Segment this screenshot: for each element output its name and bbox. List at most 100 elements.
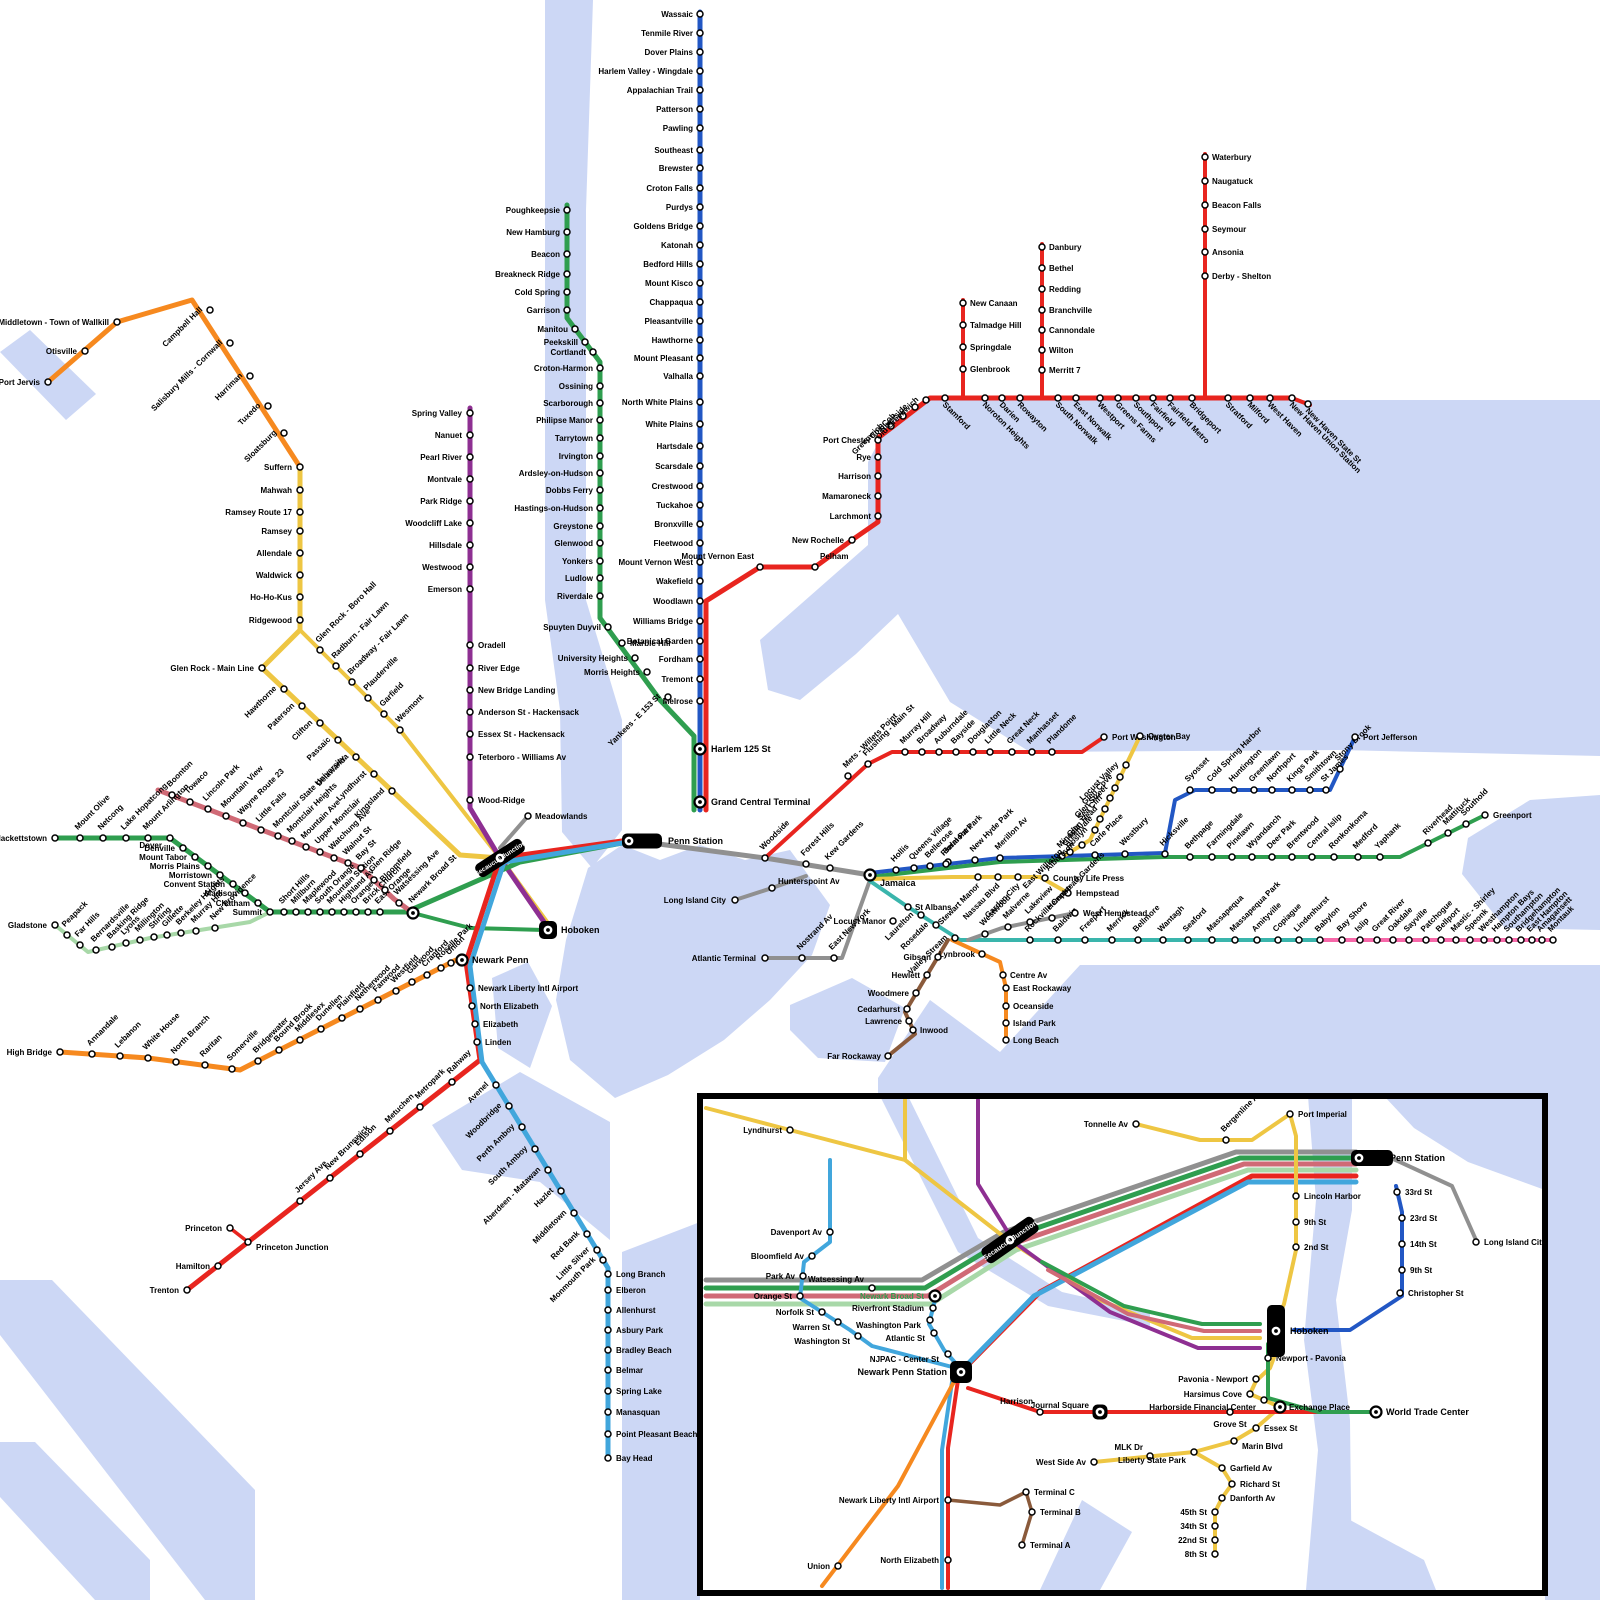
station-label: Mamaroneck (822, 492, 871, 501)
peconic-bay (1462, 795, 1600, 930)
station-label: High Bridge (7, 1048, 53, 1057)
station-label: West Hempstead (1083, 909, 1147, 918)
station-atlantic-terminal: Atlantic Terminal (692, 954, 769, 963)
station-dot-icon (604, 1366, 612, 1374)
atlantic-ocean (878, 965, 1600, 1095)
line-morris-essex-hoboken (411, 911, 546, 932)
station-dot-icon (1149, 394, 1157, 402)
station-label: Scarborough (543, 399, 593, 408)
station-dot-icon (696, 539, 704, 547)
station-dot-icon (296, 549, 304, 557)
station-dot-icon (228, 1065, 236, 1073)
station-dot-icon (466, 519, 474, 527)
station-label: Goldens Bridge (633, 222, 693, 231)
station-dot-icon (557, 1187, 565, 1195)
station-dot-icon (1444, 829, 1452, 837)
station-label: Teterboro - Williams Av (478, 753, 567, 762)
station-dot-icon (596, 469, 604, 477)
station-cedarhurst: Cedarhurst (857, 1005, 911, 1014)
station-label: Port Imperial (1298, 1110, 1347, 1119)
station-davenport-av: Davenport Av (771, 1228, 834, 1237)
station-label: Mount Tabor (139, 853, 187, 862)
station-scarsdale: Scarsdale (655, 462, 704, 471)
station-label: Southeast (654, 146, 693, 155)
station-dot-icon (1028, 1508, 1036, 1516)
station-dot-icon (596, 592, 604, 600)
station-terminal-b: Terminal B (1028, 1508, 1081, 1517)
line-lirr-port-washington (763, 735, 1106, 860)
station-dot-icon (889, 917, 897, 925)
station-dot-icon (328, 908, 336, 916)
station-label: Dobbs Ferry (546, 486, 594, 495)
station-dot-icon (211, 924, 219, 932)
station-dot-icon (1222, 1136, 1230, 1144)
station-dot-icon (204, 805, 212, 813)
station-long-island-city: Long Island City (664, 896, 739, 905)
line-meadowlands-spur (498, 814, 530, 850)
station-clifton: Clifton (290, 718, 324, 742)
station-dot-icon (593, 1246, 601, 1254)
station-dot-icon (471, 1020, 479, 1028)
station-port-imperial: Port Imperial (1286, 1110, 1347, 1119)
station-dot-icon (1159, 936, 1167, 944)
station-label: Beacon (531, 250, 560, 259)
station-dot-icon (930, 1329, 938, 1337)
station-scarborough: Scarborough (543, 399, 604, 408)
station-lincoln-harbor: Lincoln Harbor (1292, 1192, 1361, 1201)
station-dot-icon (1292, 1218, 1300, 1226)
station-label: Yonkers (562, 557, 594, 566)
station-dot-icon (696, 520, 704, 528)
station-marble-hill: Marble Hill (618, 639, 670, 648)
station-label: Branchville (1049, 306, 1093, 315)
station-label: Summit (233, 908, 263, 917)
terminal-bar-icon (1351, 1150, 1393, 1166)
station-riverfront-stadium: Riverfront Stadium (852, 1304, 937, 1313)
station-dot-icon (756, 563, 764, 571)
station-dot-icon (1211, 1536, 1219, 1544)
station-dot-icon (1480, 936, 1488, 944)
station-newark-broad-st: Newark Broad St (406, 853, 459, 920)
station-dot-icon (1405, 936, 1413, 944)
station-long-island-city: Long Island City (1472, 1238, 1545, 1247)
station-label: Chatham (216, 899, 250, 908)
station-newark-penn: Newark Penn (455, 953, 529, 967)
station-dot-icon (408, 978, 416, 986)
station-dot-icon (596, 504, 604, 512)
station-dot-icon (1260, 1396, 1268, 1404)
station-label: Newark Liberty Intl Airport (478, 984, 579, 993)
station-label: Scarsdale (655, 462, 693, 471)
station-dot-icon (796, 1292, 804, 1300)
station-label: St Albans (915, 903, 952, 912)
station-dot-icon (88, 1050, 96, 1058)
station-dot-icon (1090, 1458, 1098, 1466)
station-port-chester: Port Chester (823, 436, 882, 445)
station-label: Mahwah (260, 486, 292, 495)
station-peekskill: Peekskill (544, 338, 589, 347)
station-label: Woodcliff Lake (405, 519, 462, 528)
station-dot-icon (864, 760, 872, 768)
station-dover-plains: Dover Plains (645, 48, 704, 57)
station-dot-icon (275, 1046, 283, 1054)
station-allendale: Allendale (256, 549, 304, 558)
station-label: Port Jefferson (1363, 733, 1417, 742)
station-dot-icon (356, 1005, 364, 1013)
station-dot-icon (1517, 936, 1525, 944)
station-label: Lebanon (113, 1020, 143, 1050)
station-label: Princeton Junction (256, 1243, 329, 1252)
station-middletown-town-of-wallkill: Middletown - Town of Wallkill (0, 318, 121, 327)
station-label: Convent Station (164, 880, 225, 889)
station-label: Hempstead (1076, 889, 1119, 898)
station-dobbs-ferry: Dobbs Ferry (546, 486, 604, 495)
station-hillsdale: Hillsdale (429, 541, 474, 550)
station-dot-icon (563, 206, 571, 214)
station-salisbury-mills-cornwall: Salisbury Mills - Cornwall (149, 338, 234, 413)
terminal-bar-icon (622, 833, 662, 849)
station-label: Mount Vernon East (682, 552, 755, 561)
station-label: Metropark (413, 1067, 447, 1101)
station-elizabeth: Elizabeth (471, 1020, 518, 1029)
station-label: Irvington (559, 452, 593, 461)
station-label: Harborside Financial Center (1149, 1403, 1256, 1412)
station-fleetwood: Fleetwood (653, 539, 704, 548)
station-label: Redding (1049, 285, 1081, 294)
station-dot-icon (631, 654, 639, 662)
